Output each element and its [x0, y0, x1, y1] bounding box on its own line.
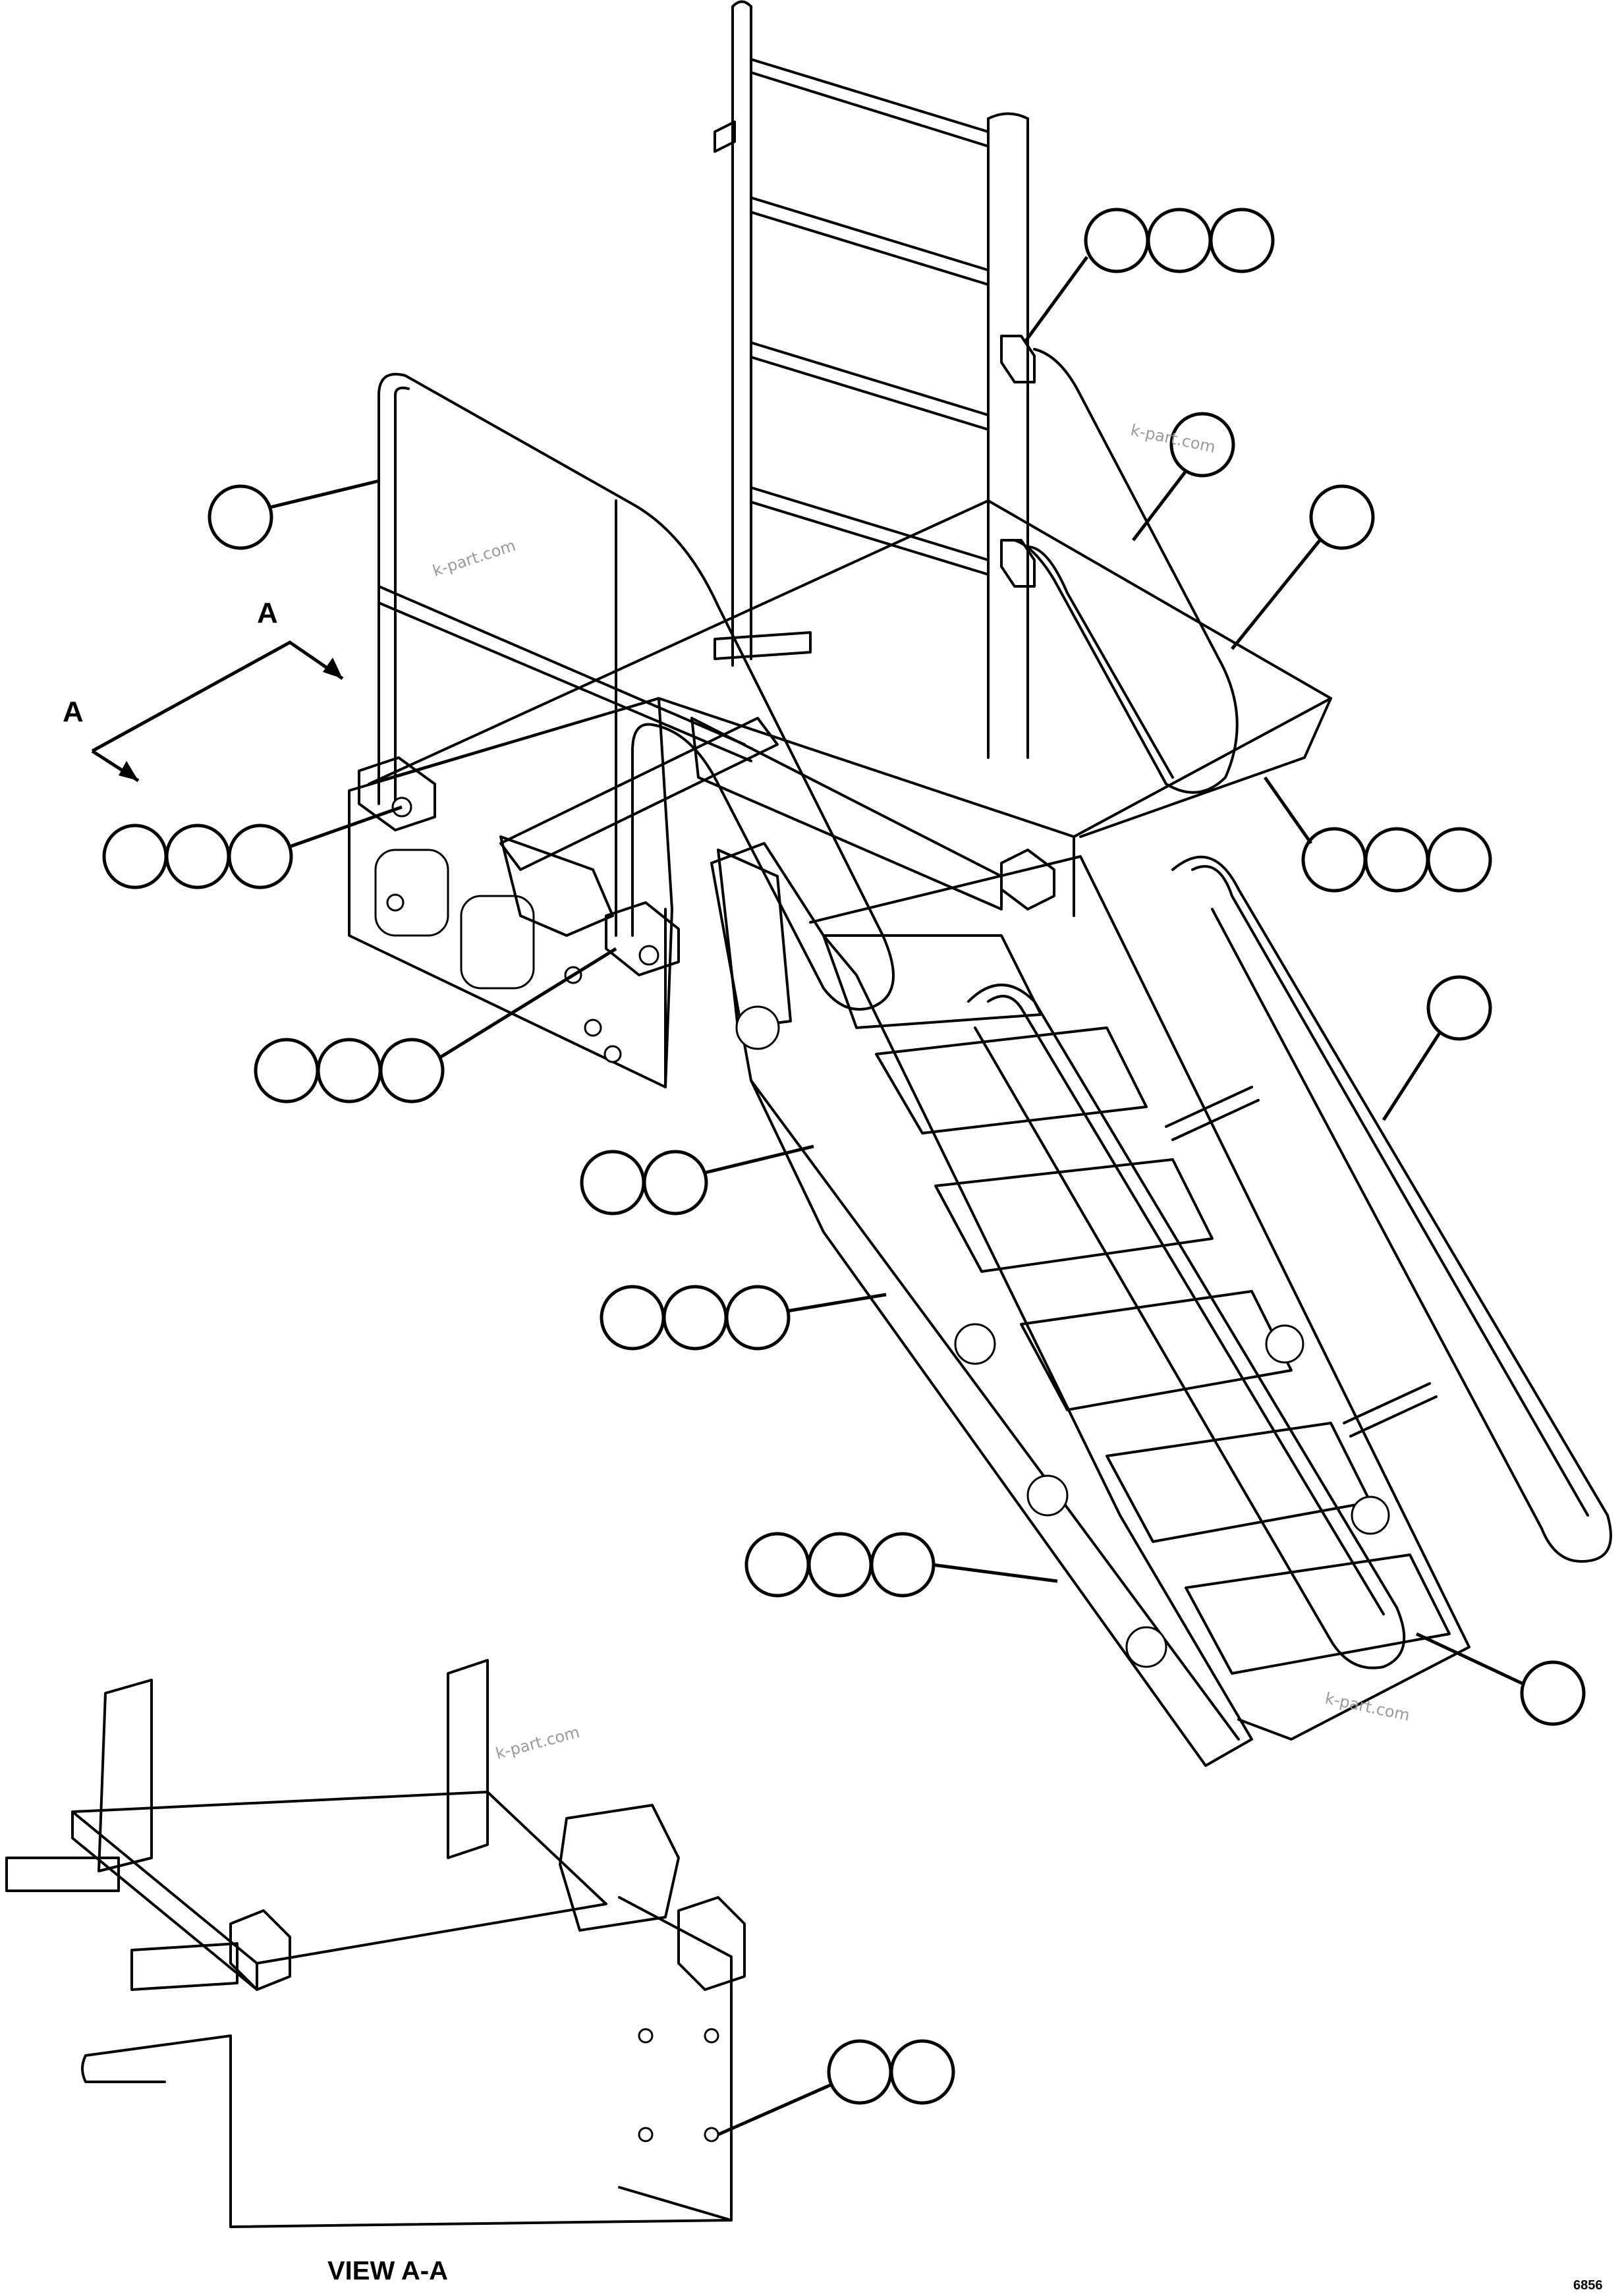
- callout-stair-step: [1415, 1632, 1586, 1726]
- stair-handrails: [967, 855, 1612, 1669]
- callout-ladder-rail: [1132, 412, 1235, 542]
- callout-rail-base-bolts: [102, 805, 403, 889]
- callout-ladder-bolts: [1022, 208, 1275, 344]
- callout-left-handrail: [208, 479, 379, 550]
- view-caption: VIEW A-A: [327, 2256, 448, 2285]
- callout-platform: [1231, 484, 1375, 650]
- callout-platform-bolts: [1263, 776, 1492, 893]
- callout-hinge-bolts: [580, 1144, 814, 1216]
- section-arrows: [91, 640, 344, 783]
- left-handrail: [358, 373, 895, 1011]
- callouts: [102, 208, 1586, 2137]
- ladder-side-handrail: [1000, 335, 1239, 794]
- sheet-code: 6856: [1573, 2278, 1603, 2293]
- callout-stair-bolts-lower: [744, 1532, 1058, 1598]
- section-marker-lower: A: [63, 696, 84, 728]
- section-marker-upper: A: [257, 597, 278, 629]
- view-a-a-detail: [5, 1659, 746, 2228]
- callout-stair-handrail: [1382, 975, 1492, 1121]
- callout-stair-bolts-upper: [600, 1285, 887, 1351]
- watermark-3: k-part.com: [1324, 1689, 1412, 1725]
- watermark-4: k-part.com: [493, 1723, 581, 1763]
- stairway: [710, 842, 1470, 1767]
- callout-post-bolts: [254, 947, 617, 1104]
- vertical-ladder: [714, 0, 1029, 759]
- callout-view-detail: [717, 2039, 955, 2137]
- watermark-1: k-part.com: [430, 536, 518, 580]
- upper-platform: [348, 499, 1332, 1088]
